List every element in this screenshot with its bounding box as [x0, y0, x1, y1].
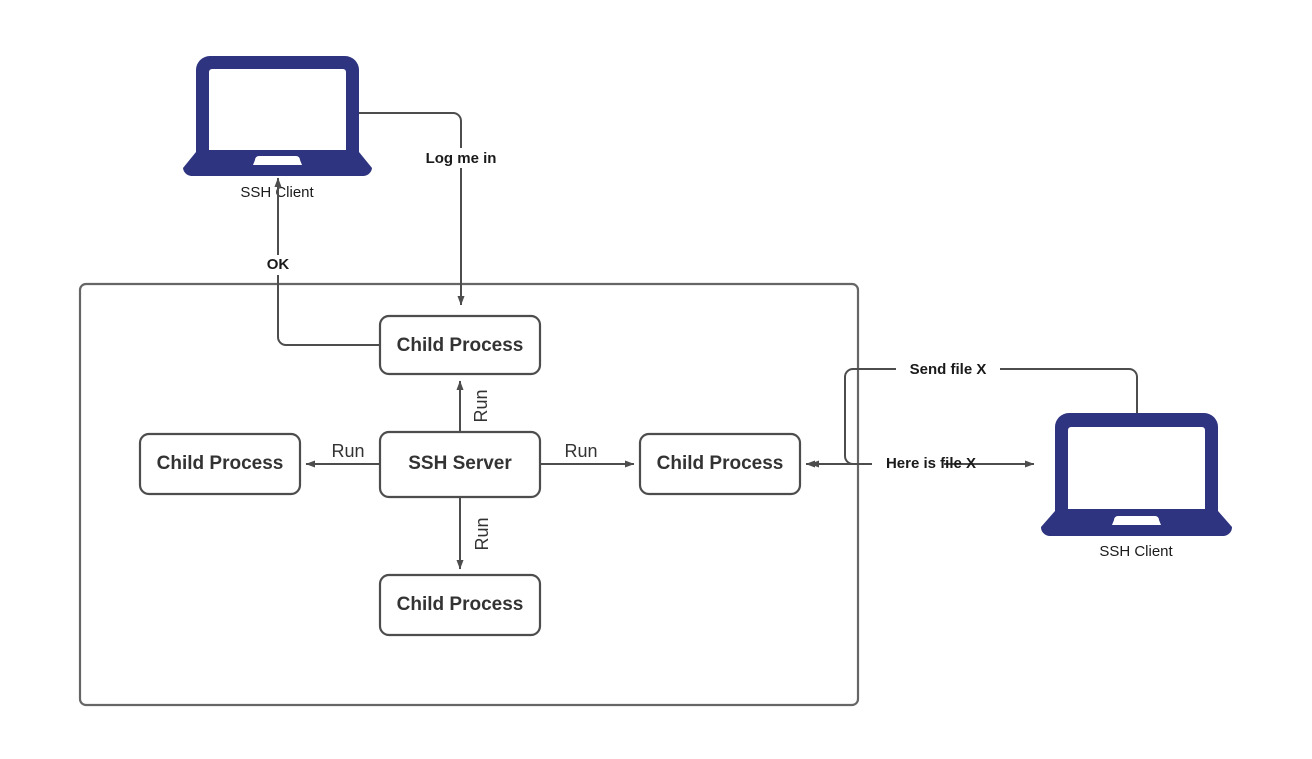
edge-run-left-label: Run [331, 441, 364, 461]
child-process-right-label: Child Process [657, 453, 784, 474]
edge-run-left: Run [305, 441, 380, 468]
ssh-client-right-label: SSH Client [1099, 543, 1173, 560]
edge-send-file-x-label: Send file X [910, 361, 987, 378]
laptop-icon [1040, 413, 1233, 536]
server-boundary [78, 282, 860, 707]
edge-run-right-label: Run [564, 441, 597, 461]
node-child-process-top[interactable]: Child Process [378, 314, 542, 376]
edge-send-file-x-line [809, 368, 1138, 468]
child-process-left-label: Child Process [157, 453, 284, 474]
edge-here-is-file-x: Here is file X [805, 454, 1035, 474]
edge-run-right: Run [540, 441, 635, 468]
node-ssh-server[interactable]: SSH Server [378, 430, 542, 499]
edge-log-me-in-label: Log me in [426, 150, 497, 167]
edge-ok-label: OK [267, 256, 290, 273]
edge-run-up-label: Run [471, 389, 491, 422]
edge-run-down: Run [456, 497, 492, 570]
node-child-process-bottom[interactable]: Child Process [378, 573, 542, 637]
child-process-top-label: Child Process [397, 335, 524, 356]
child-process-right-box [638, 432, 802, 496]
ssh-server-label: SSH Server [408, 453, 512, 474]
edge-send-file-x: Send file X [809, 359, 1138, 468]
edge-here-is-file-x-label: Here is file X [886, 455, 976, 472]
edge-log-me-in-line [359, 112, 465, 306]
child-process-bottom-box [378, 573, 542, 637]
child-process-top-box [378, 314, 542, 376]
edge-ok: OK [258, 177, 380, 346]
child-process-left-box [138, 432, 302, 496]
ssh-client-right[interactable]: SSH Client [1040, 413, 1233, 560]
node-child-process-right[interactable]: Child Process [638, 432, 802, 496]
laptop-icon [183, 56, 372, 176]
ssh-server-box [378, 430, 542, 499]
edge-run-up: Run [456, 380, 491, 432]
edge-run-down-label: Run [472, 517, 492, 550]
edge-ok-line [274, 177, 380, 346]
edge-log-me-in: Log me in [359, 112, 502, 306]
node-child-process-left[interactable]: Child Process [138, 432, 302, 496]
child-process-bottom-label: Child Process [397, 594, 524, 615]
ssh-client-top[interactable]: SSH Client [183, 56, 372, 201]
